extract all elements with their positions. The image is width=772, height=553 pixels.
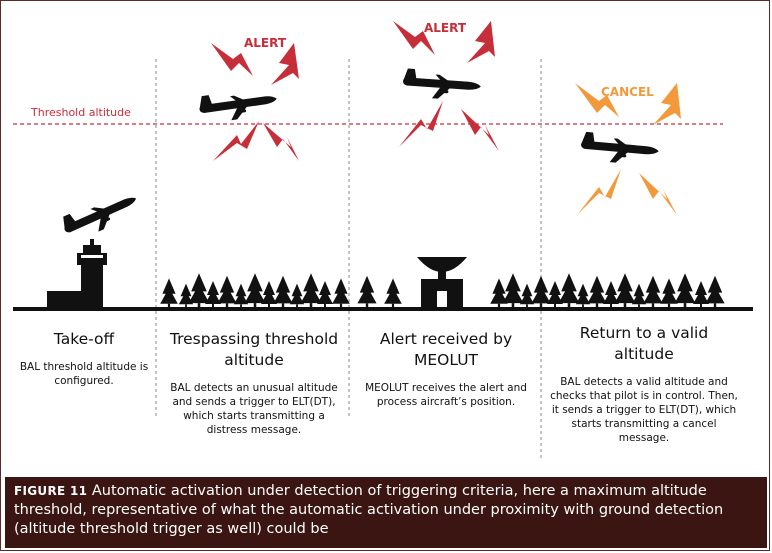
tree-icon <box>357 275 377 309</box>
tree-icon <box>490 278 508 309</box>
stage-return-valid: Return to a valid altitude BAL detects a… <box>549 323 739 445</box>
alert-signal-burst <box>393 21 499 151</box>
alert-label: ALERT <box>424 21 467 35</box>
tree-icon <box>384 278 402 309</box>
airplane-icon <box>197 85 279 125</box>
stage-title: Take-off <box>53 330 115 348</box>
stage-description: BAL detects an unusual altitude and send… <box>170 382 338 436</box>
stage-description: MEOLUT receives the alert and process ai… <box>365 382 527 408</box>
diagram-canvas: Threshold altitude ALERT ALERT CANCEL <box>13 21 753 461</box>
tree-icon <box>614 273 636 309</box>
tree-icon <box>547 281 563 308</box>
tree-icon <box>674 273 696 309</box>
tree-icon <box>705 275 725 309</box>
tree-icon <box>660 278 678 309</box>
tree-icon <box>233 283 249 308</box>
tree-icon <box>558 273 580 309</box>
tree-icon <box>205 281 221 308</box>
satellite-dish-icon <box>417 257 467 309</box>
cancel-signal-burst <box>575 83 681 215</box>
tree-icon <box>693 281 709 308</box>
alert-signal-burst <box>211 43 299 161</box>
tree-icon <box>643 275 663 309</box>
tree-icon <box>160 278 178 309</box>
airplane-icon <box>401 68 482 102</box>
caption-text: Automatic activation under detection of … <box>14 483 724 537</box>
stage-description: BAL threshold altitude is configured. <box>19 361 149 387</box>
stage-takeoff: Take-off BAL threshold altitude is confi… <box>15 329 153 388</box>
figure-label: FIGURE 11 <box>14 484 88 498</box>
tree-icon <box>289 283 305 308</box>
alert-label: ALERT <box>244 36 287 50</box>
stage-trespassing: Trespassing threshold altitude BAL detec… <box>165 329 343 437</box>
tree-icon <box>519 283 535 308</box>
threshold-label: Threshold altitude <box>30 106 131 119</box>
stage-title: Return to a valid altitude <box>579 324 709 363</box>
tree-icon <box>603 281 619 308</box>
airplane-icon <box>579 131 660 167</box>
tree-icon <box>332 278 350 309</box>
tree-icon <box>261 281 277 308</box>
tree-icon <box>502 273 524 309</box>
stage-alert-received: Alert received by MEOLUT MEOLUT receives… <box>357 329 535 409</box>
figure-caption: FIGURE 11 Automatic activation under det… <box>5 477 767 548</box>
tree-icon <box>317 281 333 308</box>
tree-icon <box>575 283 591 308</box>
tree-icon <box>217 275 237 309</box>
stage-description: BAL detects a valid altitude and checks … <box>550 376 738 444</box>
tree-icon <box>273 275 293 309</box>
airplane-icon <box>59 186 143 244</box>
stage-title: Trespassing threshold altitude <box>169 330 339 369</box>
cancel-label: CANCEL <box>601 85 654 99</box>
stage-title: Alert received by MEOLUT <box>379 330 513 369</box>
tree-icon <box>178 283 194 308</box>
ground-line <box>13 307 753 311</box>
control-tower-icon <box>47 239 107 309</box>
tree-icon <box>631 283 647 308</box>
